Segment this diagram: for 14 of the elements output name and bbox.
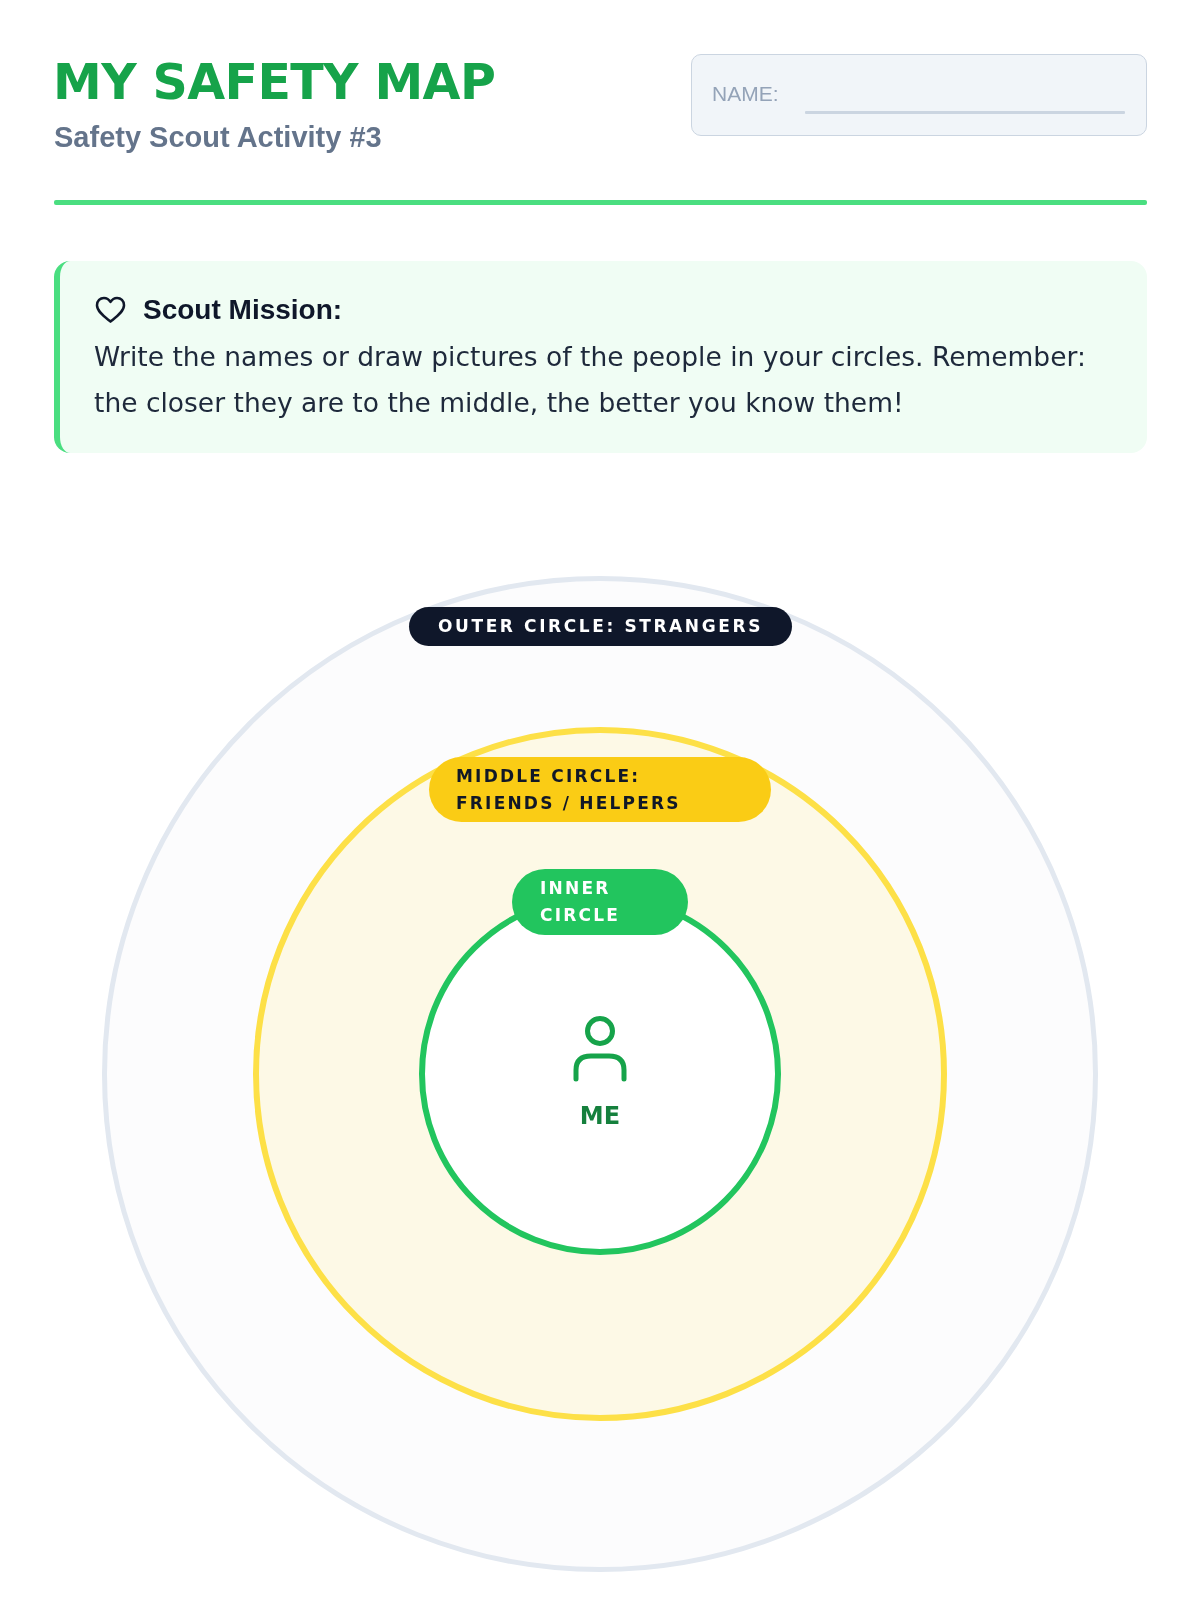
inner-ring (419, 869, 781, 1255)
mission-panel (54, 261, 1147, 453)
zone-label: INNER CIRCLE (512, 869, 688, 935)
field-label: NAME: (712, 82, 779, 106)
subtitle: Safety Scout Activity #3 (54, 121, 382, 153)
middle-ring (253, 727, 947, 1421)
me-label: ME (579, 1101, 621, 1132)
outer-ring (102, 576, 1098, 1572)
name-entry-panel (691, 54, 1147, 136)
mission-heading: Scout Mission: (143, 294, 343, 326)
title: MY SAFETY MAP (53, 55, 496, 111)
mission-text: Write the names or draw pictures of the people in your circles. Remember: the closer they are to the middle, the better you know them! (94, 340, 1087, 420)
zone-label: MIDDLE CIRCLE: FRIENDS / HELPERS (429, 757, 771, 822)
zone-label: OUTER CIRCLE: STRANGERS (409, 607, 792, 646)
